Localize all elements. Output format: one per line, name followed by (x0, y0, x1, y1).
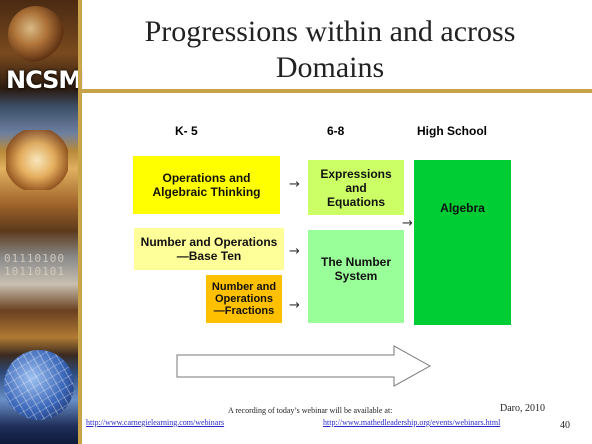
arrow-icon: → (289, 244, 300, 259)
box-label: Number and Operations —Fractions (211, 281, 277, 317)
carnegie-webinars-link[interactable]: http://www.carnegielearning.com/webinars (86, 418, 225, 427)
column-header-high-school: High School (417, 124, 487, 138)
decorative-light-image (6, 130, 68, 190)
box-operations-algebraic-thinking: Operations and Algebraic Thinking (133, 156, 280, 214)
vertical-divider (78, 0, 82, 444)
box-number-system: The Number System (308, 230, 404, 323)
page-number: 40 (560, 420, 570, 431)
ncsm-logo: NCSM (6, 66, 82, 94)
box-label: The Number System (321, 254, 392, 283)
box-label: Expressions and Equations (320, 166, 392, 209)
column-header-6-8: 6-8 (327, 124, 345, 138)
box-label: Number and Operations—Base Ten (140, 235, 278, 263)
box-algebra: Algebra (414, 160, 511, 325)
box-number-operations-fractions: Number and Operations —Fractions (206, 275, 282, 323)
box-expressions-equations: Expressions and Equations (308, 160, 404, 215)
slide-title: Progressions within and across Domains (144, 15, 516, 84)
arrow-icon: → (289, 298, 300, 313)
mathedleadership-webinars-link[interactable]: http://www.mathedleadership.org/events/w… (323, 418, 501, 427)
box-number-operations-base-ten: Number and Operations—Base Ten (134, 228, 284, 270)
box-label: Operations and Algebraic Thinking (152, 171, 261, 199)
arrow-icon: → (289, 177, 300, 192)
progression-arrow-icon (176, 345, 432, 387)
arrow-icon: → (402, 216, 413, 231)
decorative-globe-image (4, 350, 74, 420)
decorative-swirl-image (8, 6, 64, 62)
recording-note: A recording of today’s webinar will be a… (228, 406, 393, 415)
title-divider (78, 89, 592, 93)
box-label: Algebra (440, 200, 485, 215)
credit-text: Daro, 2010 (500, 403, 545, 414)
column-header-k5: K- 5 (175, 124, 198, 138)
